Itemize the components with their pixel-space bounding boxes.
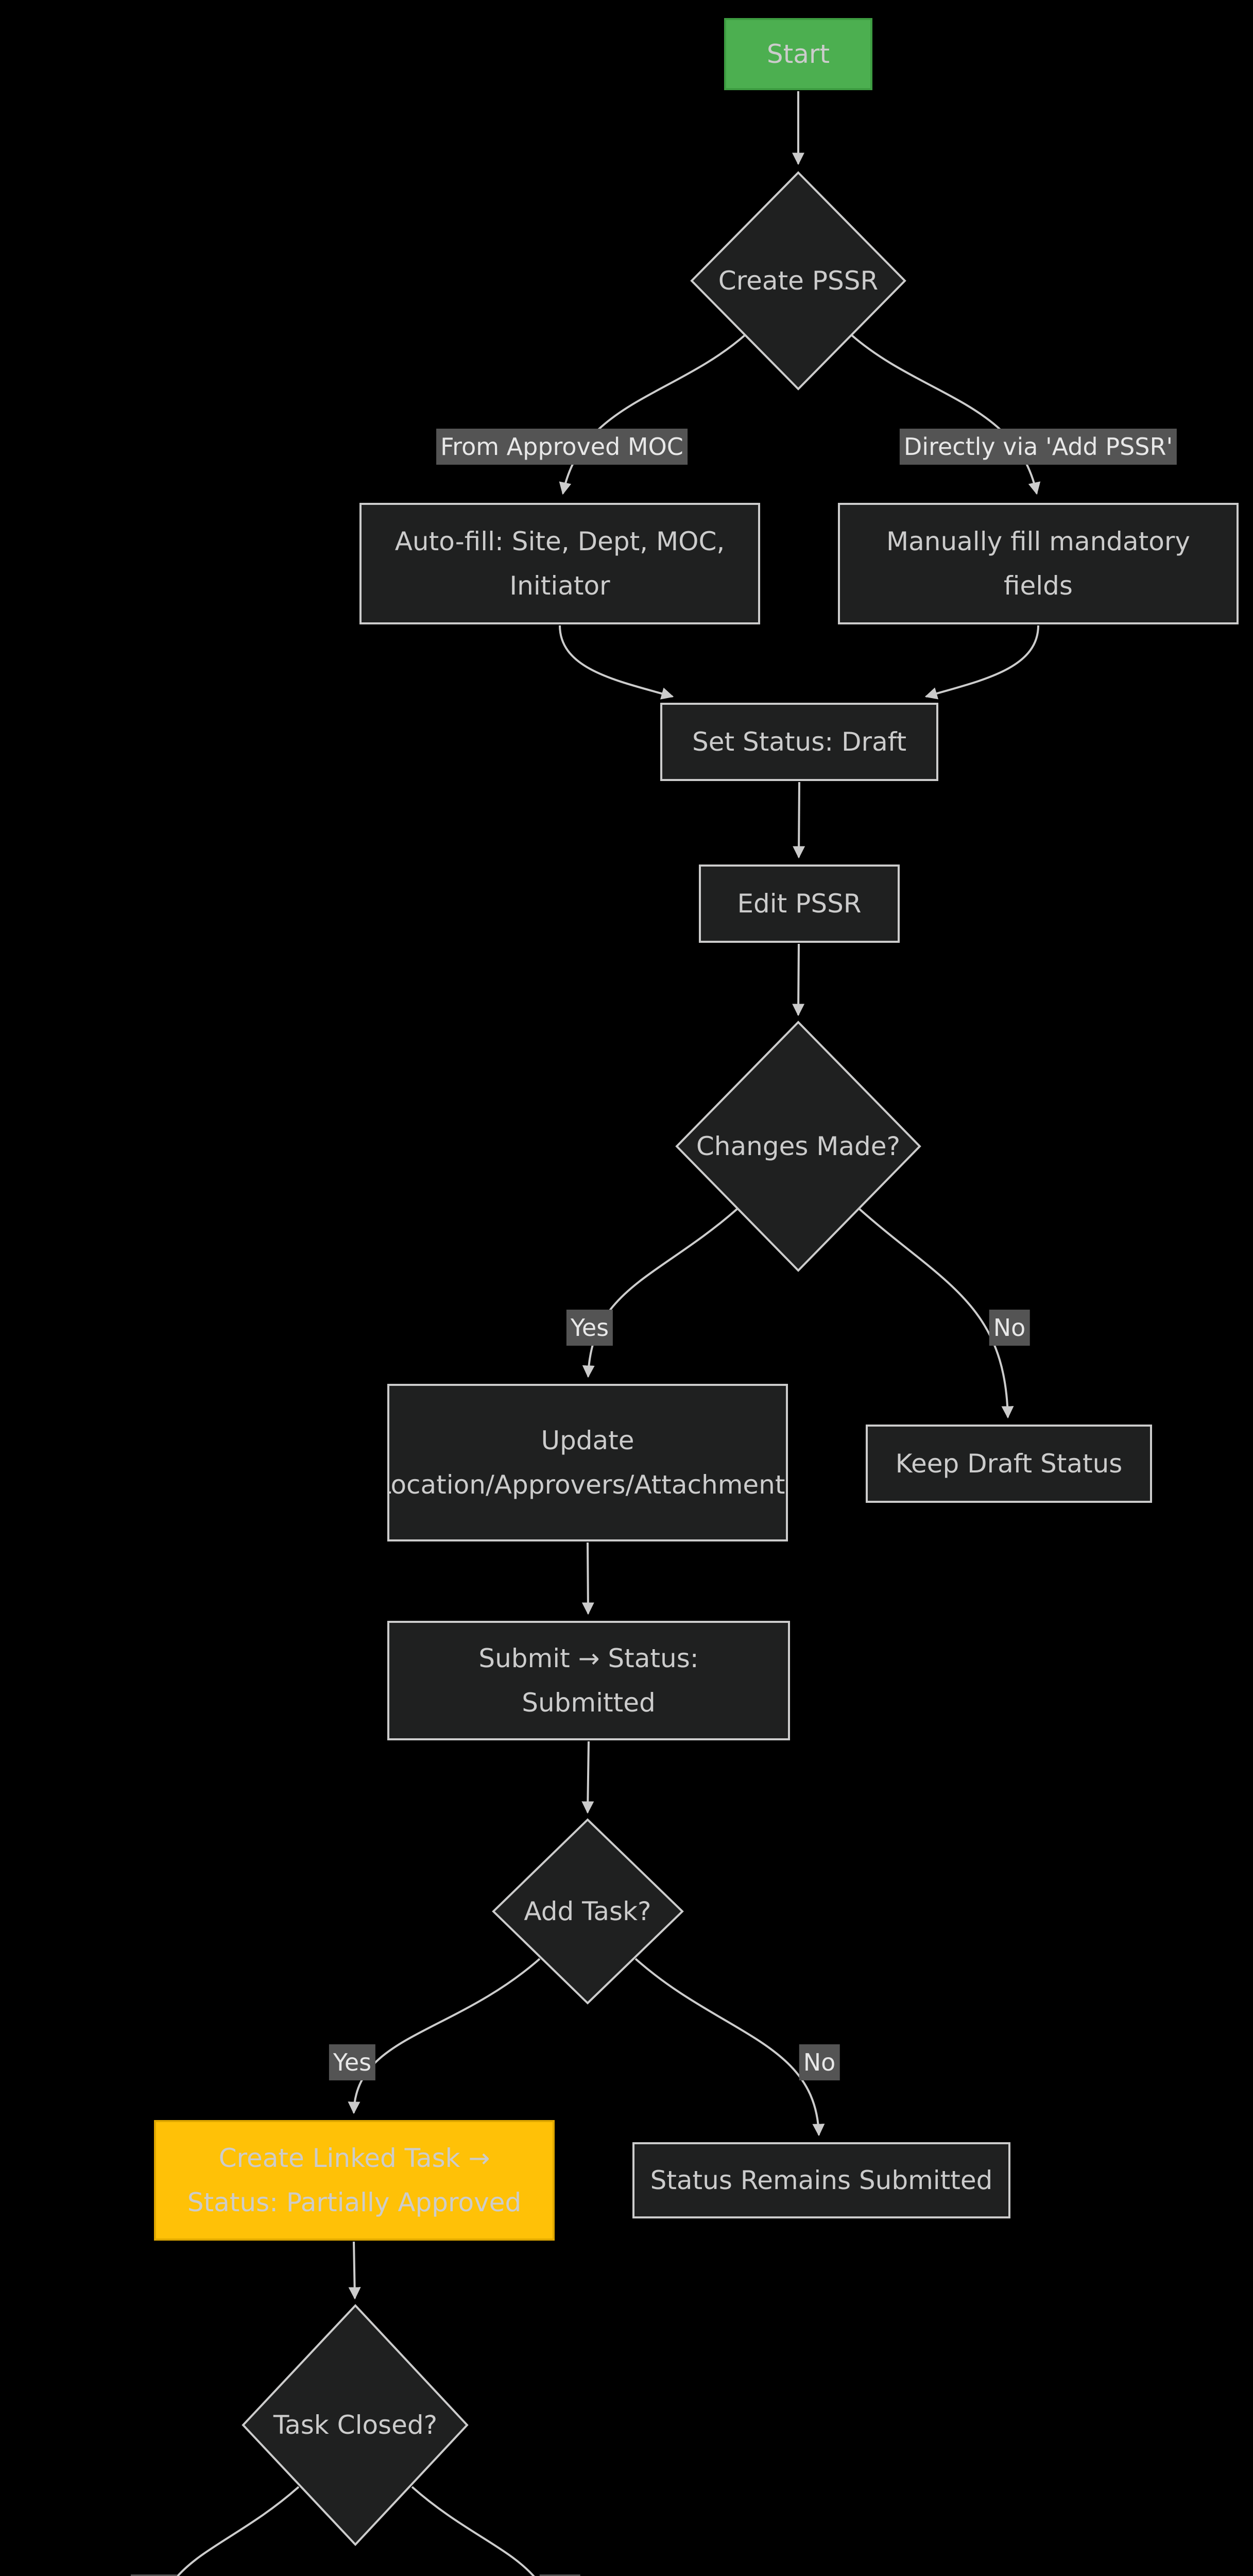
submit-line2: Submitted	[522, 1688, 656, 1718]
edge-addtask-createtask	[348, 1958, 541, 2114]
update-fields-line1: Update	[541, 1426, 634, 1455]
keep-draft-label: Keep Draft Status	[895, 1449, 1123, 1479]
edge-changes-update	[582, 1208, 739, 1378]
edge-label-yes-taskclosed: Yes	[130, 2574, 178, 2576]
autofill-line1: Auto-fill: Site, Dept, MOC,	[394, 527, 725, 556]
edit-pssr-label: Edit PSSR	[737, 889, 862, 919]
edge-createpssr-autofill	[559, 334, 746, 495]
task-closed-label: Task Closed?	[273, 2410, 438, 2440]
task-closed-diamond	[242, 2304, 469, 2546]
edge-createtask-taskclosed	[348, 2241, 361, 2300]
set-draft-label: Set Status: Draft	[692, 727, 907, 757]
manual-fill-line2: fields	[1004, 571, 1073, 601]
keep-draft-node: Keep Draft Status	[866, 1425, 1152, 1503]
changes-made-diamond	[675, 1021, 921, 1272]
edge-label-yes-changes: Yes	[566, 1310, 613, 1346]
create-task-line2: Status: Partially Approved	[187, 2188, 522, 2217]
submit-node: Submit → Status: Submitted	[387, 1621, 790, 1740]
edge-taskclosed-partial	[411, 2486, 535, 2576]
autofill-node: Auto-fill: Site, Dept, MOC, Initiator	[359, 503, 760, 624]
start-label: Start	[766, 39, 830, 69]
create-pssr-diamond	[690, 171, 906, 391]
edge-submit-addtask	[581, 1741, 594, 1814]
edge-label-no-addtask: No	[799, 2044, 840, 2080]
edge-label-no-changes: No	[989, 1310, 1030, 1346]
edge-label-yes-addtask: Yes	[329, 2044, 376, 2080]
update-fields-node: Update Location/Approvers/Attachments	[387, 1384, 788, 1541]
edge-taskclosed-approved	[176, 2486, 300, 2576]
add-task-diamond	[492, 1818, 684, 2005]
edge-label-from-moc: From Approved MOC	[436, 429, 688, 465]
set-draft-node: Set Status: Draft	[660, 703, 938, 781]
create-task-node: Create Linked Task → Status: Partially A…	[154, 2120, 555, 2241]
edge-manualfill-setdraft	[924, 625, 1039, 700]
status-remains-label: Status Remains Submitted	[650, 2165, 993, 2195]
create-task-line1: Create Linked Task →	[218, 2143, 490, 2173]
add-task-label: Add Task?	[524, 1896, 651, 1926]
autofill-line2: Initiator	[509, 571, 610, 601]
manual-fill-node: Manually fill mandatory fields	[838, 503, 1239, 624]
edge-label-no-taskclosed: No	[539, 2574, 580, 2576]
status-remains-node: Status Remains Submitted	[632, 2142, 1010, 2218]
create-pssr-label: Create PSSR	[718, 266, 879, 296]
changes-made-label: Changes Made?	[696, 1131, 901, 1161]
start-node: Start	[724, 18, 872, 90]
edge-createpssr-manualfill	[850, 334, 1041, 495]
submit-line1: Submit → Status:	[478, 1643, 699, 1673]
edit-pssr-node: Edit PSSR	[699, 865, 900, 943]
edge-editpssr-changes	[792, 943, 805, 1016]
edge-addtask-statusremains	[634, 1958, 825, 2137]
edge-label-directly: Directly via 'Add PSSR'	[899, 429, 1177, 465]
edge-changes-keepdraft	[858, 1208, 1014, 1419]
edge-autofill-setdraft	[559, 625, 674, 700]
manual-fill-line1: Manually fill mandatory	[886, 527, 1190, 556]
update-fields-line2: Location/Approvers/Attachments	[387, 1470, 788, 1500]
